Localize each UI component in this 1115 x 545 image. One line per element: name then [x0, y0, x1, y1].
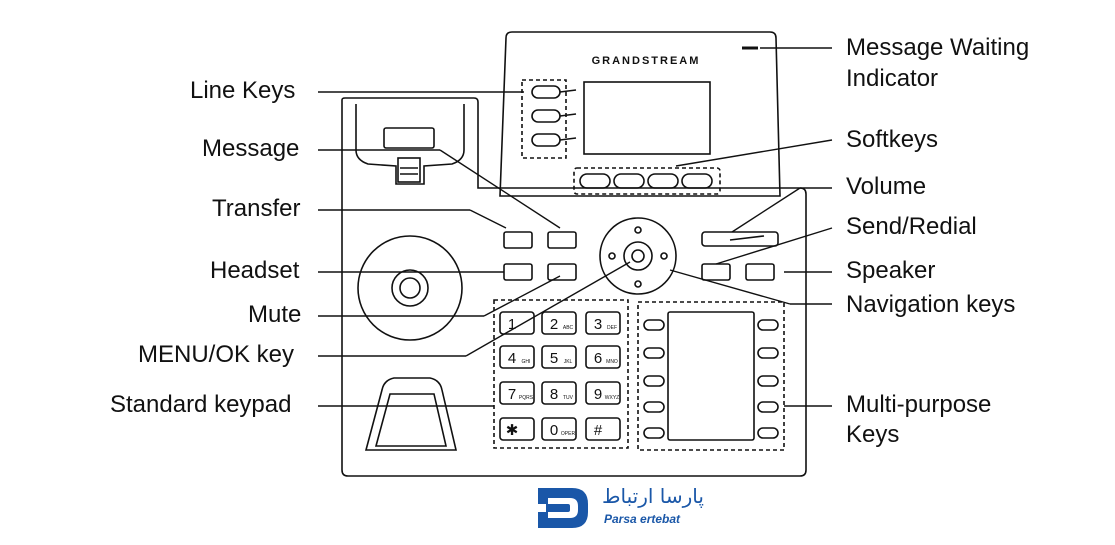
line-key-2: [531, 109, 561, 123]
nav-right-arrow: [660, 252, 668, 260]
label-message: Message: [202, 135, 300, 162]
keypad-letters: TUV: [563, 395, 574, 401]
keypad-key: [499, 381, 535, 405]
keypad-digit: 8: [550, 386, 558, 403]
keypad-key: [585, 345, 621, 369]
logo-text-en: Parsa ertebat: [604, 512, 681, 526]
mpk-right-1: [757, 319, 779, 331]
nav-down-arrow: [634, 280, 642, 288]
line-key-1: [531, 85, 561, 99]
keypad-key: [541, 381, 577, 405]
keypad-letters: WXYZ: [605, 395, 619, 401]
label-line-keys: Line Keys: [190, 77, 296, 104]
label-menu-ok: MENU/OK key: [138, 341, 295, 368]
mpk-right-4: [757, 401, 779, 413]
keypad-key: [499, 417, 535, 441]
keypad-key: [499, 311, 535, 335]
mpk-right-5: [757, 427, 779, 439]
keypad-letters: DEF: [607, 325, 617, 331]
keypad-digit: 2: [550, 316, 558, 333]
softkey-4: [681, 173, 713, 189]
keypad-letters: ABC: [563, 325, 574, 331]
label-volume: Volume: [846, 173, 927, 200]
keypad-digit: 7: [508, 386, 516, 403]
nav-left-arrow: [608, 252, 616, 260]
keypad-letters: MNO: [606, 359, 618, 365]
headset-button: [503, 263, 533, 281]
label-multi-purpose-line1: Multi-purpose: [846, 391, 992, 418]
keypad-digit: 3: [594, 316, 602, 333]
mpk-left-1: [643, 319, 665, 331]
keypad-digit: 6: [594, 350, 602, 367]
line-key-3: [531, 133, 561, 147]
label-multi-purpose-line2: Keys: [846, 421, 900, 448]
handset-rest: [364, 377, 458, 451]
lcd-screen: [583, 81, 711, 155]
keypad-letters: PQRS: [519, 395, 534, 401]
label-transfer: Transfer: [212, 195, 301, 222]
label-softkeys: Softkeys: [846, 126, 939, 153]
mpk-left-4: [643, 401, 665, 413]
label-mwi-line1: Message Waiting: [846, 34, 1030, 61]
mpk-right-3: [757, 375, 779, 387]
nav-up-arrow: [634, 226, 642, 234]
volume-bar: [701, 231, 779, 247]
label-headset: Headset: [210, 257, 300, 284]
phone-body: [341, 97, 807, 477]
keypad-key: [541, 417, 577, 441]
keypad-letters: GHI: [522, 359, 531, 365]
keypad-key: [585, 381, 621, 405]
label-navigation-keys: Navigation keys: [846, 291, 1016, 318]
keypad-key: [541, 345, 577, 369]
label-mute: Mute: [248, 301, 302, 328]
send-redial-button: [701, 263, 731, 281]
keypad-letters: OPER: [561, 431, 576, 437]
softkey-3: [647, 173, 679, 189]
keypad-digit: #: [594, 422, 603, 439]
keypad-key: [585, 311, 621, 335]
label-send-redial: Send/Redial: [846, 213, 977, 240]
parsa-logo-icon: [532, 488, 588, 528]
keypad-digit: ✱: [506, 422, 519, 439]
keypad-digit: 5: [550, 350, 558, 367]
softkey-1: [579, 173, 611, 189]
label-speaker: Speaker: [846, 257, 936, 284]
mpk-right-2: [757, 347, 779, 359]
softkey-2: [613, 173, 645, 189]
ok-button: [623, 241, 653, 271]
mpk-left-5: [643, 427, 665, 439]
leader-lines: [318, 47, 833, 407]
parsa-logo: پارسا ارتباط Parsa ertebat: [532, 482, 712, 534]
speaker-button: [745, 263, 775, 281]
mpk-left-3: [643, 375, 665, 387]
transfer-button: [503, 231, 533, 249]
keypad-digit: 9: [594, 386, 602, 403]
message-button: [547, 231, 577, 249]
keypad-digit: 1: [508, 316, 516, 333]
keypad-key: [499, 345, 535, 369]
mpk-left-2: [643, 347, 665, 359]
nav-ring: [599, 217, 677, 295]
label-standard-keypad: Standard keypad: [110, 391, 292, 418]
keypad-letters: JKL: [564, 359, 573, 365]
brand-text: GRANDSTREAM: [592, 55, 701, 67]
keypad-digit: 4: [508, 350, 516, 367]
keypad-digit: 0: [550, 422, 558, 439]
keypad-key: [541, 311, 577, 335]
screen-housing: [499, 31, 781, 197]
mute-button: [547, 263, 577, 281]
label-mwi-line2: Indicator: [846, 65, 939, 92]
logo-text-fa: پارسا ارتباط: [602, 484, 704, 508]
hook-cradle: [355, 104, 465, 185]
keypad-key: [585, 417, 621, 441]
speaker-grill: [357, 235, 463, 341]
